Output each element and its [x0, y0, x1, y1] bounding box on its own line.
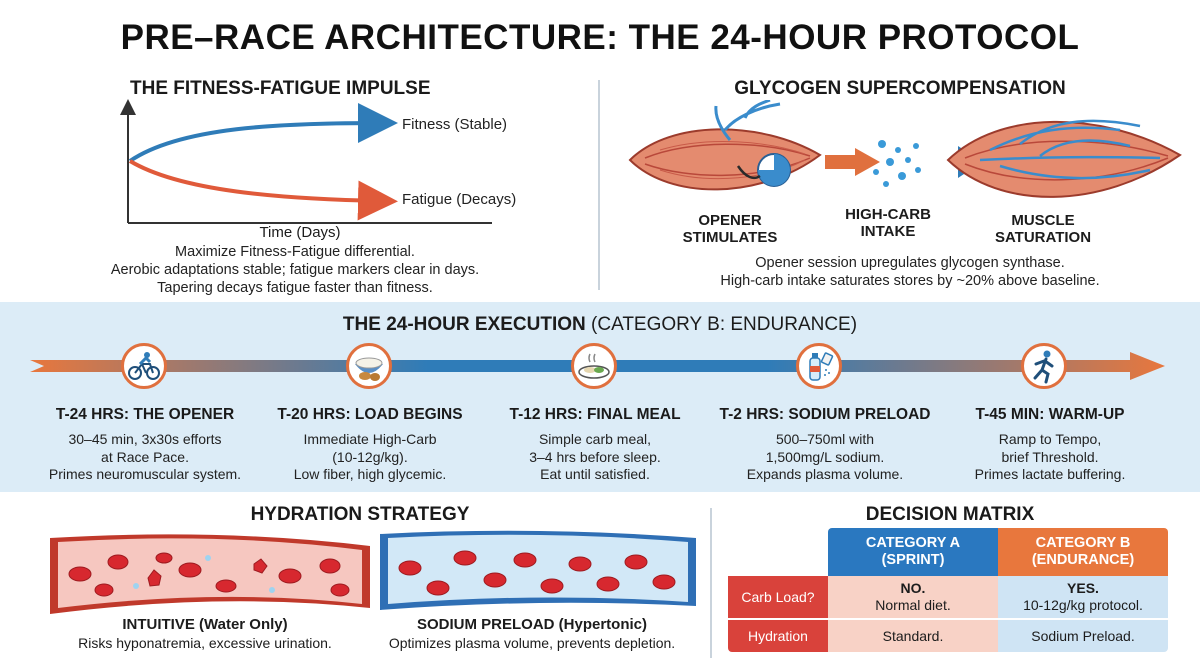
step-title: T-20 HRS: LOAD BEGINS — [277, 406, 463, 423]
hydration-title: HYDRATION STRATEGY — [250, 504, 470, 525]
label-line: HIGH-CARB — [845, 206, 931, 223]
bottom-divider — [710, 508, 712, 658]
caption-line: Tapering decays fatigue faster than fitn… — [157, 280, 433, 296]
bottle-salt-icon — [796, 343, 842, 389]
matrix-row-label-hydration: Hydration — [728, 620, 828, 652]
header-line: (SPRINT) — [881, 552, 945, 568]
fitness-label: Fitness (Stable) — [402, 116, 507, 133]
header-line: CATEGORY A — [865, 535, 961, 551]
fitness-fatigue-title: THE FITNESS-FATIGUE IMPULSE — [130, 78, 431, 99]
label-line: INTAKE — [860, 223, 916, 240]
label-line: STIMULATES — [682, 229, 778, 246]
label-line: OPENER — [698, 212, 762, 229]
fitness-fatigue-chart: Fitness (Stable) Fatigue (Decays) — [120, 99, 516, 224]
execution-title-light: (CATEGORY B: ENDURANCE) — [591, 314, 858, 335]
cell-text: 10-12g/kg protocol. — [1023, 597, 1143, 613]
top-divider — [598, 80, 600, 290]
decision-matrix: CATEGORY A(SPRINT) CATEGORY B(ENDURANCE)… — [728, 528, 1168, 652]
step-line: at Race Pace. — [101, 448, 189, 465]
step-t45: T-45 MIN: WARM-UP Ramp to Tempo, brief T… — [935, 406, 1165, 484]
x-axis-label: Time (Days) — [259, 224, 341, 241]
fatigue-label: Fatigue (Decays) — [402, 191, 516, 208]
glycogen-title: GLYCOGEN SUPERCOMPENSATION — [734, 78, 1066, 99]
matrix-cell-b-hydration: Sodium Preload. — [998, 620, 1168, 652]
matrix-row-label-carb: Carb Load? — [728, 576, 828, 620]
step-t2: T-2 HRS: SODIUM PRELOAD 500–750ml with 1… — [705, 406, 945, 484]
step-line: Primes neuromuscular system. — [48, 466, 242, 482]
step-line: Simple carb meal, — [538, 431, 652, 447]
label-line: MUSCLE — [1011, 212, 1075, 229]
matrix-title: DECISION MATRIX — [865, 504, 1035, 525]
vessel-sodium-icon — [380, 530, 696, 610]
step-line: Expands plasma volume. — [746, 466, 904, 482]
label-line: SATURATION — [994, 229, 1092, 246]
step-title: T-12 HRS: FINAL MEAL — [509, 406, 681, 423]
step-line: Immediate High-Carb — [303, 431, 437, 447]
option-title: SODIUM PRELOAD (Hypertonic) — [416, 616, 647, 633]
glycogen-label-saturation: MUSCLE SATURATION — [968, 212, 1118, 246]
option-desc: Optimizes plasma volume, prevents deplet… — [388, 635, 676, 651]
muscle-right-icon — [946, 119, 1182, 198]
step-title: T-45 MIN: WARM-UP — [975, 406, 1125, 423]
glycogen-label-intake: HIGH-CARB INTAKE — [818, 206, 958, 240]
step-line: Low fiber, high glycemic. — [293, 466, 447, 482]
vessel-intuitive-icon — [50, 534, 370, 614]
matrix-cell-a-carb: NO.Normal diet. — [828, 576, 998, 620]
glycogen-pie-icon — [736, 153, 791, 187]
meal-plate-icon — [571, 343, 617, 389]
cell-bold: YES. — [1067, 580, 1099, 596]
matrix-cell-b-carb: YES.10-12g/kg protocol. — [998, 576, 1168, 620]
matrix-header-b: CATEGORY B(ENDURANCE) — [998, 528, 1168, 576]
step-line: 500–750ml with — [775, 431, 875, 447]
glycogen-caption: Opener session upregulates glycogen synt… — [640, 254, 1180, 290]
step-title: T-24 HRS: THE OPENER — [55, 406, 235, 423]
caption-line: Opener session upregulates glycogen synt… — [755, 255, 1065, 271]
option-title: INTUITIVE (Water Only) — [122, 616, 288, 633]
glucose-dots-icon — [873, 140, 921, 187]
runner-icon — [1021, 343, 1067, 389]
glycogen-label-opener: OPENER STIMULATES — [655, 212, 805, 246]
step-t12: T-12 HRS: FINAL MEAL Simple carb meal, 3… — [480, 406, 710, 484]
fitness-fatigue-caption: Maximize Fitness-Fatigue differential. A… — [60, 243, 530, 297]
step-line: 1,500mg/L sodium. — [765, 448, 885, 465]
glycogen-diagram — [628, 100, 1182, 198]
step-line: 30–45 min, 3x30s efforts — [68, 431, 222, 447]
fatigue-curve — [128, 159, 398, 221]
execution-title: THE 24-HOUR EXECUTION (CATEGORY B: ENDUR… — [0, 314, 1200, 336]
step-line: (10-12g/kg). — [332, 448, 408, 465]
hydration-option-intuitive: INTUITIVE (Water Only) Risks hyponatremi… — [40, 616, 370, 652]
step-line: Ramp to Tempo, — [998, 431, 1102, 447]
cell-bold: NO. — [900, 580, 926, 596]
cyclist-icon — [121, 343, 167, 389]
step-line: Eat until satisfied. — [540, 466, 650, 482]
option-desc: Risks hyponatremia, excessive urination. — [78, 635, 332, 651]
step-t20: T-20 HRS: LOAD BEGINS Immediate High-Car… — [255, 406, 485, 484]
caption-line: Aerobic adaptations stable; fatigue mark… — [110, 262, 480, 278]
matrix-cell-a-hydration: Standard. — [828, 620, 998, 652]
execution-band — [0, 302, 1200, 492]
step-line: 3–4 hrs before sleep. — [529, 448, 661, 465]
page-title: PRE–RACE ARCHITECTURE: THE 24-HOUR PROTO… — [120, 18, 1080, 57]
header-line: CATEGORY B — [1035, 535, 1131, 551]
hydration-option-sodium: SODIUM PRELOAD (Hypertonic) Optimizes pl… — [362, 616, 702, 652]
step-line: Primes lactate buffering. — [974, 466, 1126, 482]
matrix-header-a: CATEGORY A(SPRINT) — [828, 528, 998, 576]
fitness-curve — [128, 103, 398, 163]
step-line: brief Threshold. — [1001, 448, 1099, 465]
step-t24: T-24 HRS: THE OPENER 30–45 min, 3x30s ef… — [30, 406, 260, 484]
cell-text: Normal diet. — [875, 597, 951, 613]
muscle-left-icon — [628, 100, 822, 191]
caption-line: Maximize Fitness-Fatigue differential. — [175, 244, 415, 260]
header-line: (ENDURANCE) — [1031, 552, 1135, 568]
caption-line: High-carb intake saturates stores by ~20… — [720, 273, 1100, 289]
execution-title-bold: THE 24-HOUR EXECUTION — [342, 314, 586, 335]
rice-potato-icon — [346, 343, 392, 389]
step-title: T-2 HRS: SODIUM PRELOAD — [719, 406, 931, 423]
arrow-head — [855, 148, 880, 176]
hydration-vessels — [50, 530, 696, 614]
